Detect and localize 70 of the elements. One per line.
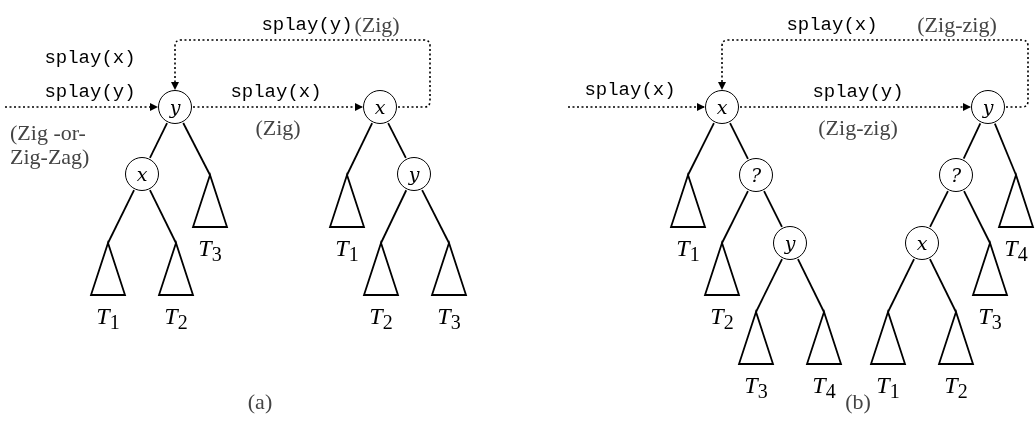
dotted-arrow	[192, 103, 363, 111]
subtree-label: T$_{3}$	[437, 302, 461, 334]
tree-edge	[387, 122, 407, 159]
subtree-label: T$_{2}$	[710, 302, 734, 334]
panel-caption: (a)	[247, 389, 273, 415]
subtree-label: T$_{4}$	[812, 371, 836, 403]
tree-edge	[887, 258, 915, 313]
tree-edge	[380, 189, 408, 244]
tree-node: x	[125, 157, 159, 191]
subtree-triangle	[430, 240, 468, 296]
operation-note: (Zig)	[354, 12, 400, 38]
dotted-arrow	[567, 103, 705, 111]
subtree-triangle	[737, 309, 775, 365]
tree-edge	[929, 190, 949, 228]
subtree-label: T$_{3}$	[978, 302, 1002, 334]
subtree-label: T$_{2}$	[369, 302, 393, 334]
subtree-label: T$_{3}$	[198, 234, 222, 266]
dotted-arrow	[718, 39, 1029, 108]
tree-node: y	[158, 90, 192, 124]
subtree-triangle	[869, 309, 907, 365]
subtree-triangle	[669, 172, 707, 228]
subtree-triangle	[328, 172, 366, 228]
subtree-triangle	[997, 172, 1035, 228]
panel-caption: (b)	[845, 389, 871, 415]
subtree-label: T$_{1}$	[96, 302, 120, 334]
dotted-arrow	[4, 103, 158, 111]
subtree-triangle	[805, 309, 843, 365]
tree-node: x	[705, 90, 739, 124]
subtree-label: T$_{2}$	[164, 302, 188, 334]
tree-edge	[421, 189, 450, 244]
subtree-triangle	[362, 240, 400, 296]
tree-edge	[929, 258, 957, 313]
subtree-triangle	[937, 309, 975, 365]
tree-edge	[107, 189, 135, 244]
subtree-triangle	[191, 172, 229, 228]
tree-edge	[687, 122, 715, 176]
subtree-label: T$_{4}$	[1004, 234, 1028, 266]
tree-edge	[755, 258, 783, 313]
tree-node: y	[773, 226, 807, 260]
subtree-triangle	[703, 240, 741, 296]
tree-edge	[729, 122, 749, 160]
operation-note: (Zig)	[255, 115, 301, 141]
tree-node: y	[397, 157, 431, 191]
tree-edge	[182, 122, 211, 176]
tree-edge	[963, 190, 991, 244]
dotted-arrow	[171, 39, 431, 108]
tree-edge	[797, 258, 825, 313]
tree-edge	[721, 190, 749, 244]
subtree-label: T$_{1}$	[876, 371, 900, 403]
tree-edge	[962, 122, 982, 160]
tree-node: ?	[939, 158, 973, 192]
subtree-triangle	[89, 240, 127, 296]
tree-node: x	[905, 226, 939, 260]
tree-node: ?	[739, 158, 773, 192]
tree-node: y	[971, 90, 1005, 124]
tree-edge	[149, 122, 168, 159]
tree-edge	[763, 190, 783, 228]
dotted-arrow	[739, 103, 971, 111]
subtree-label: T$_{1}$	[335, 234, 359, 266]
subtree-label: T$_{3}$	[744, 371, 768, 403]
tree-edge	[993, 122, 1017, 176]
subtree-label: T$_{1}$	[676, 234, 700, 266]
tree-node: x	[363, 90, 397, 124]
operation-note: (Zig-zig)	[917, 12, 997, 38]
tree-edge	[149, 189, 177, 244]
operation-note: (Zig -or- Zig-Zag)	[10, 120, 91, 170]
tree-edge	[346, 122, 374, 176]
subtree-label: T$_{2}$	[944, 371, 968, 403]
operation-note: (Zig-zig)	[818, 115, 898, 141]
subtree-triangle	[157, 240, 195, 296]
